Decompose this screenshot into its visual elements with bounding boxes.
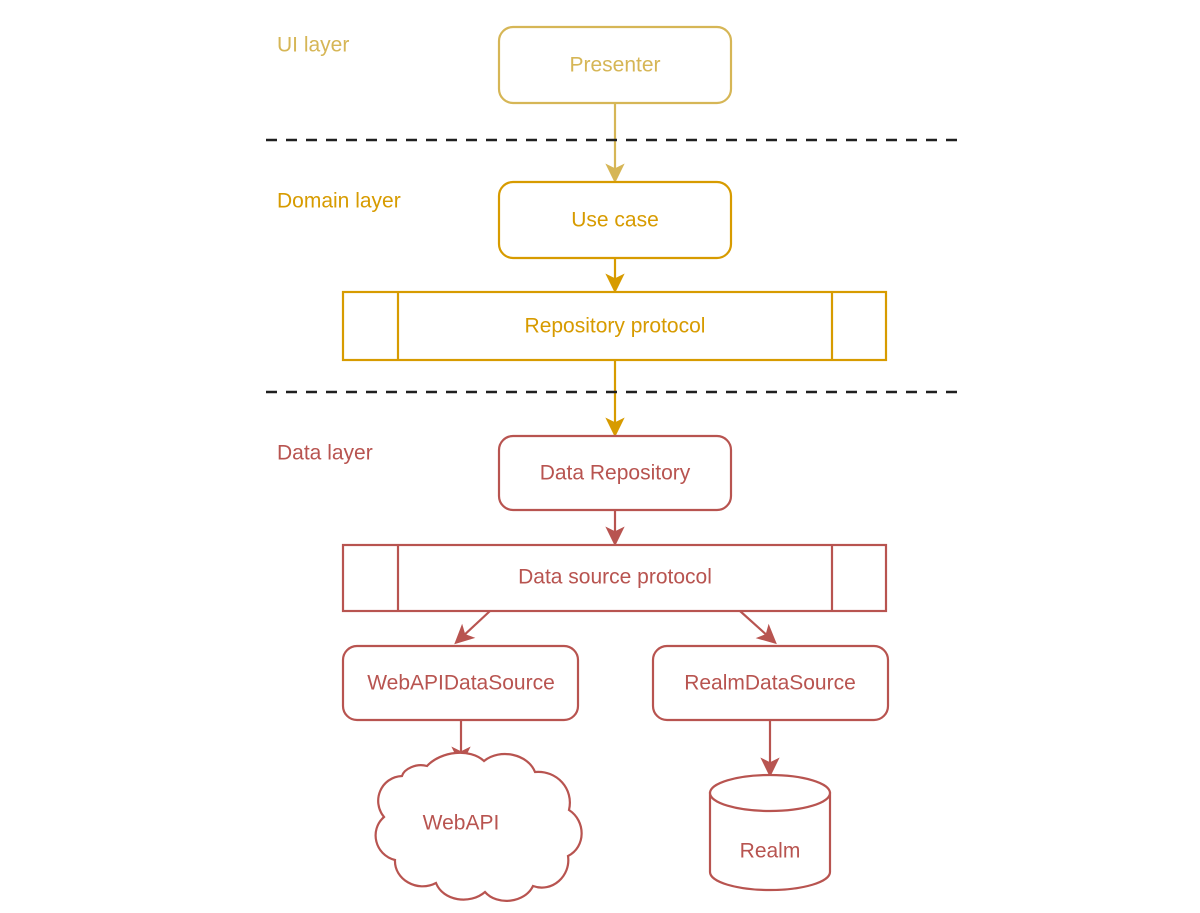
layer-label-data: Data layer (277, 442, 373, 465)
node-realm[interactable]: Realm (708, 773, 832, 892)
use-case-box[interactable] (497, 180, 733, 260)
webapi-datasource-box[interactable] (341, 644, 580, 722)
realm-label: Realm (740, 840, 801, 863)
data-repository-label: Data Repository (540, 462, 691, 485)
edge-data-source-protocol-to-realm-datasource (739, 610, 777, 645)
node-data-source-protocol[interactable]: Data source protocol (341, 543, 888, 613)
realm-datasource-box[interactable] (651, 644, 890, 722)
webapi-label: WebAPI (423, 812, 500, 835)
layer-label-ui: UI layer (277, 34, 349, 57)
repository-protocol-label: Repository protocol (525, 315, 706, 338)
node-repository-protocol[interactable]: Repository protocol (341, 290, 888, 362)
repository-protocol-box[interactable] (341, 290, 888, 362)
node-use-case[interactable]: Use case (497, 180, 733, 260)
node-realm-datasource[interactable]: RealmDataSource (651, 644, 890, 722)
separator-layer (266, 138, 958, 394)
data-source-protocol-box[interactable] (341, 543, 888, 613)
use-case-label: Use case (571, 209, 659, 232)
node-presenter[interactable]: Presenter (497, 25, 733, 105)
realm-cylinder-body[interactable] (708, 791, 832, 892)
webapi-datasource-label: WebAPIDataSource (367, 672, 555, 695)
data-source-protocol-label: Data source protocol (518, 566, 712, 589)
node-webapi[interactable]: WebAPI (374, 751, 583, 902)
layer-labels: UI layer Domain layer Data layer (277, 34, 401, 465)
realm-datasource-label: RealmDataSource (684, 672, 856, 695)
layer-label-domain: Domain layer (277, 190, 401, 213)
realm-cylinder-top (708, 773, 832, 813)
edge-layer (451, 103, 780, 778)
presenter-label: Presenter (569, 54, 660, 77)
node-webapi-datasource[interactable]: WebAPIDataSource (341, 644, 580, 722)
node-data-repository[interactable]: Data Repository (497, 434, 733, 512)
presenter-box[interactable] (497, 25, 733, 105)
edge-data-source-protocol-to-webapi-datasource (454, 610, 491, 645)
data-repository-box[interactable] (497, 434, 733, 512)
webapi-cloud-shape[interactable] (374, 751, 583, 902)
